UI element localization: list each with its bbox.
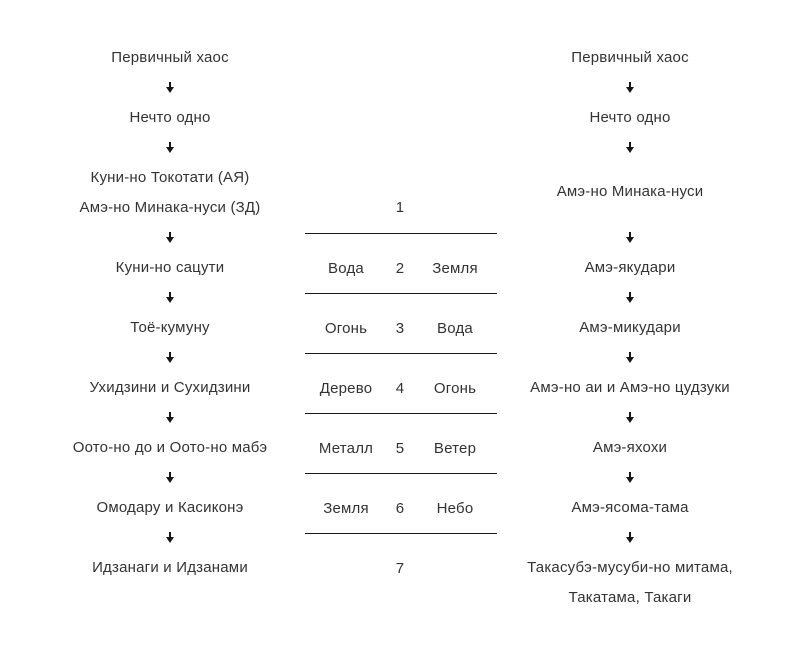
table-row: 7	[305, 533, 497, 593]
element-cell-right: Ветер	[433, 440, 477, 457]
chain-step: Амэ-но Минака-нуси	[556, 183, 704, 200]
down-arrow-icon	[165, 82, 175, 93]
elements-table: 1 Вода 2 Земля Огонь 3 Вода Дерево 4 Ого…	[305, 173, 497, 593]
down-arrow-icon	[625, 292, 635, 303]
table-row: 1	[305, 173, 497, 233]
arrow-row	[40, 352, 300, 363]
chain-step: Амэ-яхохи	[592, 439, 668, 456]
element-cell-left: Вода	[328, 260, 364, 277]
row-number: 3	[395, 320, 405, 337]
chain-step: Тоё-кумуну	[130, 319, 210, 336]
element-cell-left: Металл	[318, 440, 374, 457]
down-arrow-icon	[165, 472, 175, 483]
chain-step: Амэ-но Минака-нуси (ЗД)	[79, 199, 261, 216]
arrow-row	[40, 412, 300, 423]
left-chain: Первичный хаос Нечто одно Куни-но Токота…	[40, 0, 300, 650]
arrow-row	[500, 472, 760, 483]
element-cell-left: Огонь	[324, 320, 368, 337]
chain-step: Оото-но до и Оото-но мабэ	[72, 439, 268, 456]
down-arrow-icon	[625, 472, 635, 483]
down-arrow-icon	[165, 142, 175, 153]
arrow-row	[500, 142, 760, 153]
chain-step: Амэ-якудари	[584, 259, 676, 276]
row-number: 5	[395, 440, 405, 457]
chain-step: Первичный хаос	[571, 49, 689, 66]
arrow-row	[40, 142, 300, 153]
element-cell-left: Земля	[323, 500, 369, 517]
arrow-row	[500, 412, 760, 423]
arrow-row	[40, 292, 300, 303]
arrow-row	[40, 232, 300, 243]
down-arrow-icon	[625, 232, 635, 243]
down-arrow-icon	[625, 352, 635, 363]
down-arrow-icon	[625, 82, 635, 93]
arrow-row	[500, 532, 760, 543]
chain-step: Идзанаги и Идзанами	[92, 559, 248, 576]
chain-step: Первичный хаос	[111, 49, 229, 66]
element-cell-right: Огонь	[433, 380, 477, 397]
chain-step: Куни-но сацути	[115, 259, 225, 276]
down-arrow-icon	[165, 352, 175, 363]
row-number: 1	[395, 199, 405, 216]
down-arrow-icon	[625, 532, 635, 543]
row-number: 2	[395, 260, 405, 277]
chain-step: Нечто одно	[129, 109, 211, 126]
down-arrow-icon	[165, 532, 175, 543]
element-cell-left: Дерево	[319, 380, 373, 397]
chain-step: Амэ-микудари	[579, 319, 681, 336]
chain-step: Ухидзини и Сухидзини	[89, 379, 251, 396]
arrow-row	[500, 352, 760, 363]
table-row: Огонь 3 Вода	[305, 293, 497, 353]
row-number: 4	[395, 380, 405, 397]
table-row: Земля 6 Небо	[305, 473, 497, 533]
element-cell-right: Небо	[436, 500, 474, 517]
arrow-row	[40, 472, 300, 483]
chain-step: Такасубэ-мусуби-но митама,	[527, 559, 733, 576]
arrow-row	[500, 82, 760, 93]
arrow-row	[40, 82, 300, 93]
table-row: Дерево 4 Огонь	[305, 353, 497, 413]
chain-step: Такатама, Такаги	[568, 589, 692, 606]
down-arrow-icon	[625, 142, 635, 153]
down-arrow-icon	[165, 412, 175, 423]
arrow-row	[40, 532, 300, 543]
right-chain: Первичный хаос Нечто одно Амэ-но Минака-…	[500, 0, 760, 650]
chain-step: Нечто одно	[589, 109, 671, 126]
arrow-row	[500, 232, 760, 243]
chain-step: Омодару и Касиконэ	[96, 499, 244, 516]
element-cell-right: Вода	[437, 320, 473, 337]
element-cell-right: Земля	[432, 260, 478, 277]
chain-step: Куни-но Токотати (АЯ)	[90, 169, 250, 186]
table-row: Металл 5 Ветер	[305, 413, 497, 473]
down-arrow-icon	[625, 412, 635, 423]
chain-step: Амэ-но аи и Амэ-но цудзуки	[530, 379, 730, 396]
down-arrow-icon	[165, 292, 175, 303]
row-number: 7	[395, 560, 405, 577]
table-row: Вода 2 Земля	[305, 233, 497, 293]
down-arrow-icon	[165, 232, 175, 243]
arrow-row	[500, 292, 760, 303]
chain-step: Амэ-ясома-тама	[571, 499, 689, 516]
row-number: 6	[395, 500, 405, 517]
